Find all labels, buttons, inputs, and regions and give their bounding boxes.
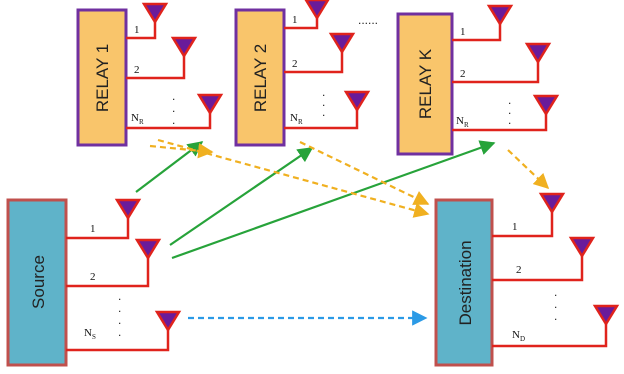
relay-1-box: [76, 8, 128, 147]
source-wire-2: [66, 254, 150, 288]
relay-k-ellipsis: .: [508, 103, 511, 117]
antenna-icon: [304, 0, 330, 21]
relay-2-to-destination-arrow: [299, 141, 430, 205]
destination-node: Destination 1 2 ND . . .: [434, 192, 620, 367]
relay-k-box: [396, 12, 454, 156]
relay-k-ellipsis: .: [508, 93, 511, 107]
relay-2-antenna-n-label: NR: [290, 112, 303, 126]
destination-label: Destination: [456, 240, 475, 325]
relay-2: RELAY 2 1 2 NR . . .: [234, 0, 371, 147]
source-antenna-2-label: 2: [90, 271, 96, 283]
relay-1-antenna-2-label: 2: [134, 64, 140, 76]
relay-k: RELAY K 1 2 NR . . .: [396, 4, 560, 156]
relay-2-ellipsis: .: [322, 85, 325, 99]
destination-ellipsis: .: [554, 297, 557, 311]
relay-1-to-destination-arrow: [157, 138, 430, 218]
relay-k-to-destination-arrow: [507, 149, 550, 190]
relay-1-wire-2: [126, 50, 186, 80]
antenna-icon: [170, 36, 198, 59]
relay-k-label: RELAY K: [416, 48, 435, 119]
relay-1-label: RELAY 1: [93, 44, 112, 112]
relay-k-ellipsis: .: [508, 113, 511, 127]
destination-antenna-n-label: ND: [512, 329, 525, 343]
antenna-icon: [328, 32, 356, 55]
antenna-icon: [538, 192, 566, 215]
antenna-icon: [592, 304, 620, 327]
antenna-icon: [114, 198, 142, 221]
antenna-icon: [524, 42, 552, 65]
source-wire-n: [66, 324, 170, 352]
antenna-icon: [568, 236, 596, 259]
relay-2-ellipsis: .: [322, 105, 325, 119]
relay-2-antenna-2-label: 2: [292, 58, 298, 70]
relay-2-antenna-1-label: 1: [292, 14, 298, 26]
source-ellipsis: .: [118, 313, 121, 327]
relay-1-ellipsis: .: [172, 113, 175, 127]
relay-1-ellipsis: .: [172, 89, 175, 103]
antenna-icon: [486, 4, 514, 27]
antenna-icon: [196, 93, 224, 116]
destination-wire-1: [492, 210, 554, 238]
source-ellipsis: .: [118, 289, 121, 303]
destination-antenna-2-label: 2: [516, 264, 522, 276]
relay-k-wire-2: [452, 56, 540, 84]
destination-box: [434, 198, 494, 367]
source-to-relay-k-arrow: [171, 140, 496, 260]
relay-2-ellipsis: .: [322, 95, 325, 109]
relay-1-ellipsis: .: [172, 101, 175, 115]
relay-gap-dots: ......: [358, 13, 378, 27]
source-ellipsis: .: [118, 325, 121, 339]
source-node: Source 1 2 NS . . . .: [6, 198, 182, 367]
relay-k-antenna-1-label: 1: [460, 26, 466, 38]
source-antenna-1-label: 1: [90, 223, 96, 235]
relay-2-box: [234, 8, 286, 147]
destination-ellipsis: .: [554, 309, 557, 323]
antenna-icon: [154, 310, 182, 333]
destination-wire-2: [492, 250, 584, 282]
source-wire-1: [66, 218, 130, 240]
antenna-icon: [532, 94, 560, 117]
source-to-relay-2-arrow: [169, 147, 314, 246]
destination-wire-n: [492, 318, 608, 348]
relay-k-antenna-2-label: 2: [460, 68, 466, 80]
relay-1-antenna-1-label: 1: [134, 24, 140, 36]
relay-2-wire-2: [284, 46, 344, 74]
antenna-icon: [141, 2, 169, 25]
source-box: [6, 198, 68, 367]
relay-1-wire-1: [126, 18, 157, 40]
relay-2-wire-1: [284, 12, 319, 30]
source-label: Source: [29, 255, 48, 309]
destination-antenna-1-label: 1: [512, 221, 518, 233]
destination-ellipsis: .: [554, 285, 557, 299]
source-ellipsis: .: [118, 301, 121, 315]
antenna-icon: [134, 238, 162, 261]
relay-2-label: RELAY 2: [251, 44, 270, 112]
relay-k-antenna-n-label: NR: [456, 115, 469, 129]
relay-1-antenna-n-label: NR: [131, 112, 144, 126]
relay-1: RELAY 1 1 2 NR . . .: [76, 2, 224, 147]
antenna-icon: [343, 90, 371, 113]
source-antenna-n-label: NS: [84, 327, 96, 341]
